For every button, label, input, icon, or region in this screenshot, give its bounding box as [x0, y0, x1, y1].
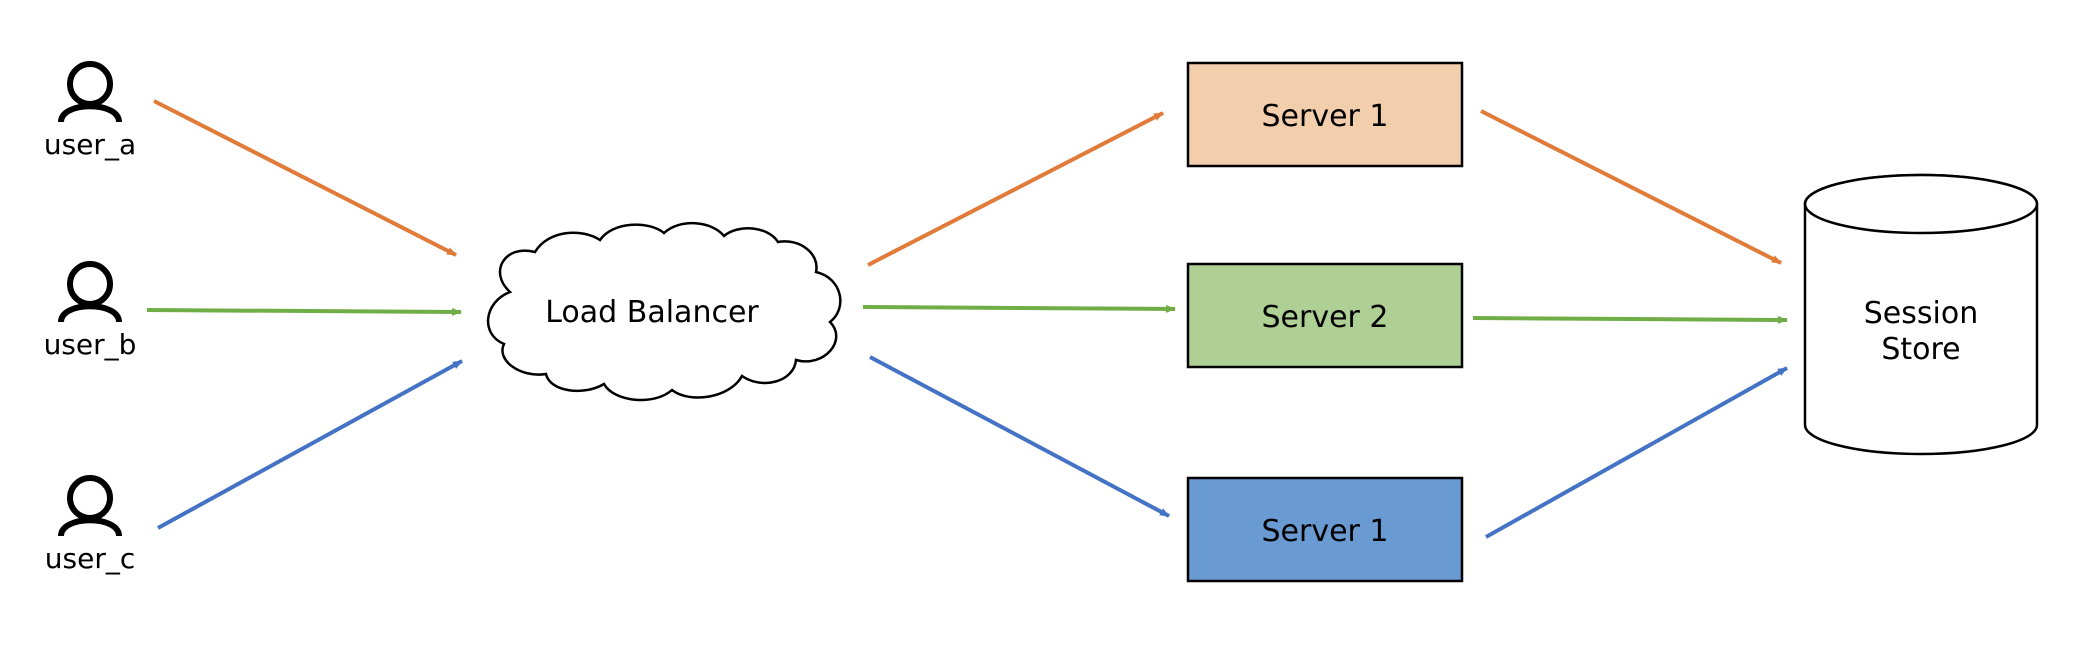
arrow-lb-to-server-1	[867, 111, 1164, 267]
arrow-user-c-to-lb	[157, 359, 463, 530]
load-balancer-label: Load Balancer	[545, 295, 759, 330]
arrow-lb-to-server-3	[869, 355, 1170, 518]
session-store-label-line1: Session	[1864, 296, 1978, 331]
user-c: user_c	[45, 475, 135, 575]
server-label: Server 1	[1261, 514, 1388, 549]
user-icon	[58, 475, 122, 537]
session-store-label-line2: Store	[1881, 332, 1960, 367]
arrow-lb-to-server-2	[862, 304, 1176, 313]
user-a: user_a	[44, 61, 136, 161]
server-2-box: Server 2	[1186, 262, 1464, 369]
arrow-user-a-to-lb	[153, 99, 457, 257]
load-balancer-cloud: Load Balancer	[487, 221, 842, 402]
session-store-cylinder: Session Store	[1803, 173, 2039, 456]
arrow-user-b-to-lb	[146, 307, 462, 316]
server-label: Server 2	[1261, 300, 1388, 335]
arrow-server-1-to-store	[1480, 109, 1782, 265]
server-3-box: Server 1	[1186, 476, 1464, 583]
user-label: user_a	[44, 128, 136, 161]
arrow-server-2-to-store	[1472, 315, 1788, 324]
server-1-box: Server 1	[1186, 61, 1464, 168]
user-label: user_c	[45, 542, 135, 575]
user-icon	[58, 61, 122, 123]
arrow-server-3-to-store	[1485, 366, 1788, 539]
user-label: user_b	[44, 328, 137, 361]
user-icon	[58, 261, 122, 323]
user-b: user_b	[44, 261, 137, 361]
server-label: Server 1	[1261, 99, 1388, 134]
